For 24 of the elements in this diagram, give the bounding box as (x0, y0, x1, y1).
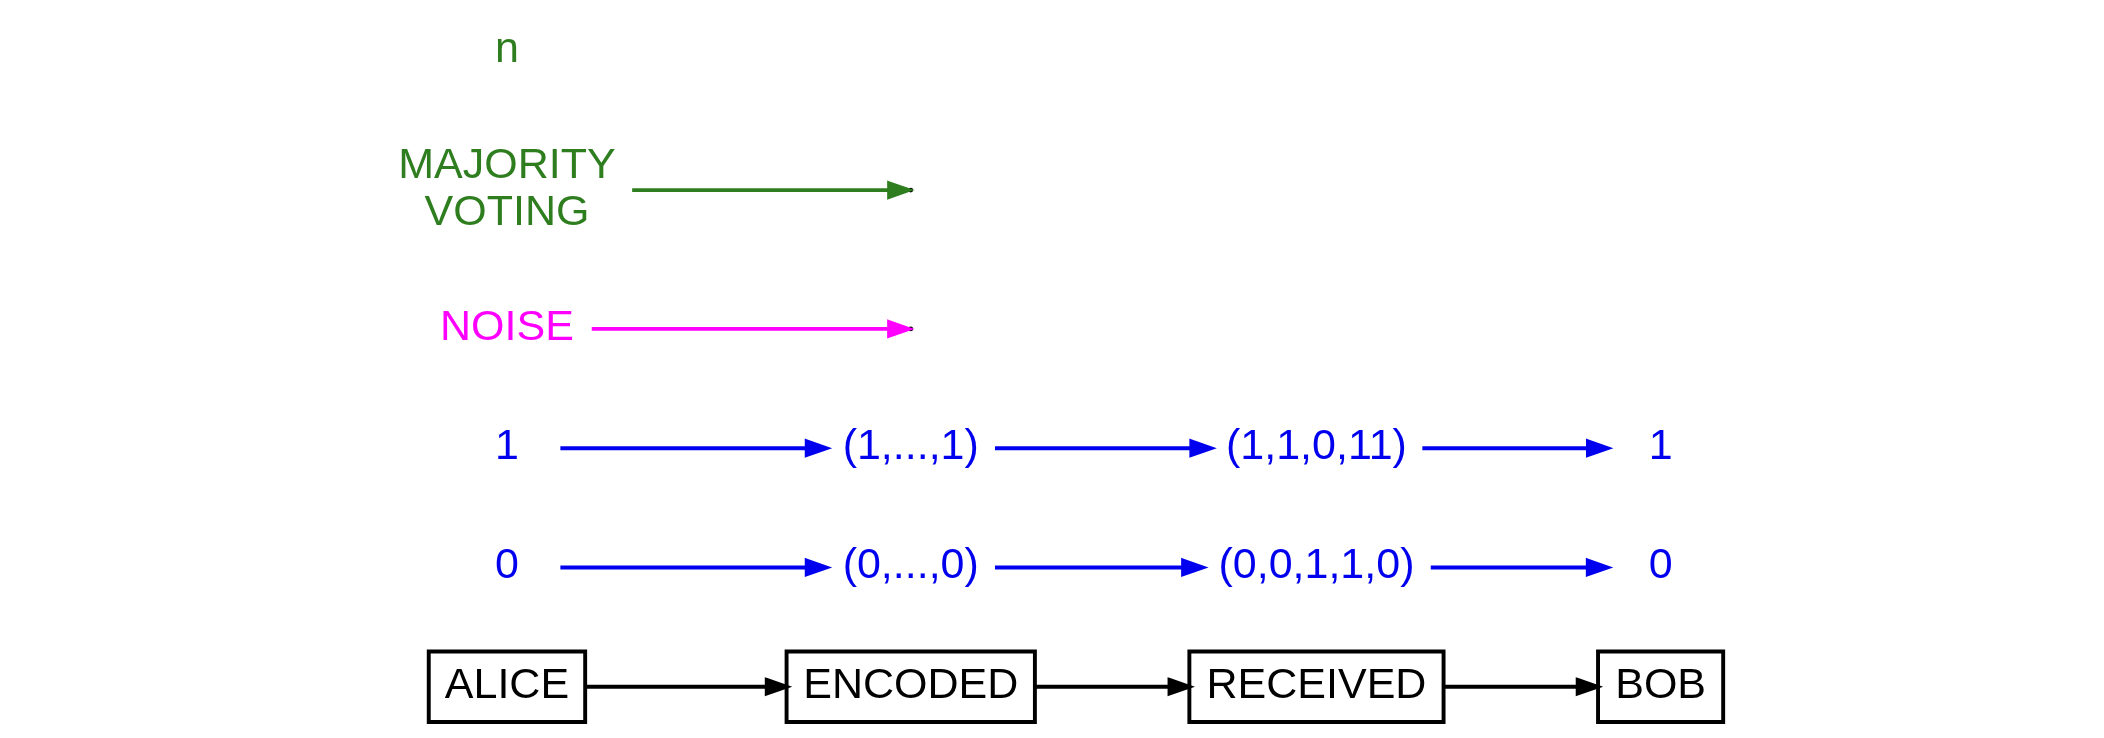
node-text: (0,0,1,1,0) (1217, 539, 1414, 588)
node-text: 0 (1648, 539, 1673, 588)
arrow (1430, 557, 1613, 578)
node-box: BOB (1595, 649, 1725, 724)
node-text: 1 (494, 420, 519, 469)
node-box: RECEIVED (1186, 649, 1446, 724)
node-text: 1 (1648, 420, 1673, 469)
node-text: (1,1,0,11) (1225, 420, 1407, 469)
label: n (494, 23, 519, 72)
node-text: 0 (494, 539, 519, 588)
arrow (559, 557, 832, 578)
node-text: MAJORITY VOTING (397, 138, 616, 234)
node-text: (1,...,1) (842, 420, 979, 469)
node-box: ALICE (426, 649, 587, 724)
node-text: NOISE (439, 300, 574, 349)
arrow (1443, 677, 1603, 697)
node-box: ENCODED (784, 649, 1037, 724)
arrow (1034, 677, 1195, 697)
arrow (559, 438, 832, 458)
node-text: (0,...,0) (842, 539, 979, 588)
arrow (1421, 438, 1613, 458)
arrow (994, 557, 1209, 578)
arrow (994, 438, 1217, 458)
arrow (585, 677, 792, 697)
